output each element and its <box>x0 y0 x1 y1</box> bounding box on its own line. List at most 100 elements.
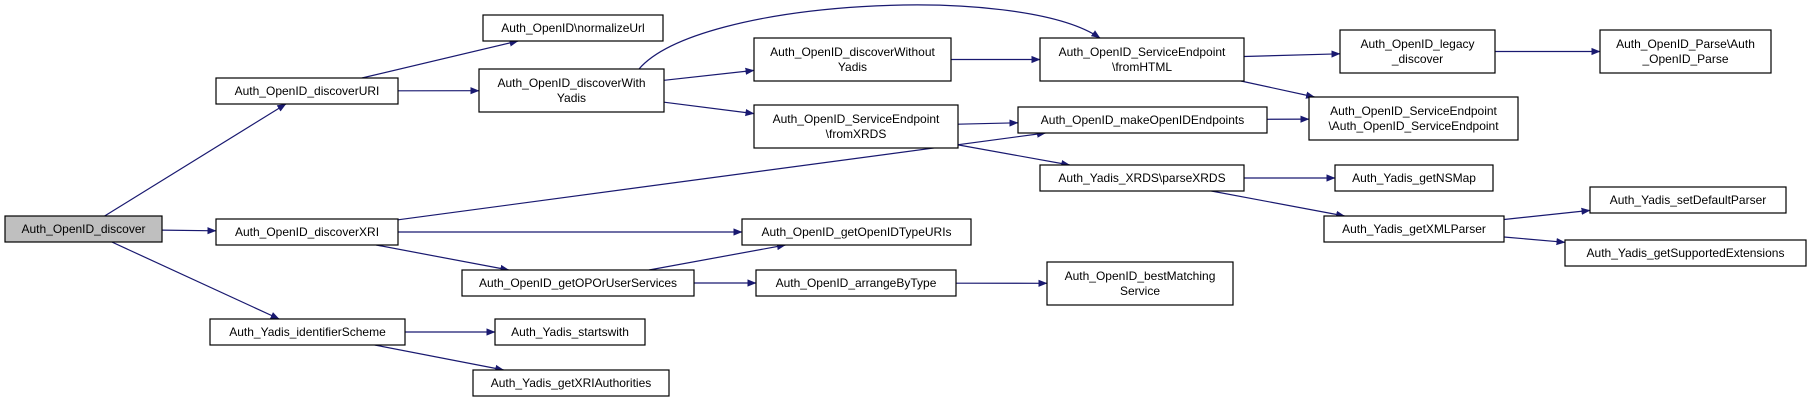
node-discover[interactable]: Auth_OpenID_discover <box>4 215 163 243</box>
node-label: Auth_OpenID_getOpenIDTypeURIs <box>761 225 951 239</box>
node-setDefaultParser[interactable]: Auth_Yadis_setDefaultParser <box>1589 186 1787 214</box>
node-box <box>753 37 952 82</box>
node-arrangeByType[interactable]: Auth_OpenID_arrangeByType <box>755 269 957 297</box>
edge-discoverURI-to-normalizeUrl <box>361 39 519 79</box>
edge-getXMLParser-to-getSupportedExtensions <box>1503 236 1566 246</box>
node-label: Auth_OpenID_makeOpenIDEndpoints <box>1041 113 1244 127</box>
node-box <box>1039 37 1245 82</box>
node-box <box>1339 29 1496 74</box>
node-box <box>209 318 406 346</box>
node-fromHTML[interactable]: Auth_OpenID_ServiceEndpoint\fromHTML <box>1039 37 1245 82</box>
node-label: \Auth_OpenID_ServiceEndpoint <box>1328 119 1499 133</box>
node-label: _OpenID_Parse <box>1641 52 1728 66</box>
node-box <box>472 369 670 397</box>
edge-fromXRDS-to-makeOpenIDEndpoints <box>957 119 1019 127</box>
node-parseXRDS[interactable]: Auth_Yadis_XRDS\parseXRDS <box>1039 164 1245 192</box>
edge-fromHTML-to-serviceEndpointCtor <box>1240 80 1316 99</box>
node-box <box>494 318 646 346</box>
node-serviceEndpointCtor[interactable]: Auth_OpenID_ServiceEndpoint\Auth_OpenID_… <box>1308 96 1519 141</box>
node-label: Auth_OpenID_discoverURI <box>235 84 380 98</box>
node-box <box>215 218 399 246</box>
node-box <box>1564 239 1807 267</box>
node-label: Auth_OpenID_discoverWithout <box>770 45 935 59</box>
node-getOPOrUserServices[interactable]: Auth_OpenID_getOPOrUserServices <box>461 269 695 297</box>
node-box <box>4 215 163 243</box>
node-label: Auth_OpenID_discoverWith <box>497 76 645 90</box>
edge-fromHTML-to-legacyDiscover <box>1243 50 1341 58</box>
node-box <box>1039 164 1245 192</box>
node-getXMLParser[interactable]: Auth_Yadis_getXMLParser <box>1323 215 1505 243</box>
edge-discoverWithYadis-to-fromHTML <box>638 4 1101 70</box>
node-legacyDiscover[interactable]: Auth_OpenID_legacy_discover <box>1339 29 1496 74</box>
node-label: Yadis <box>838 60 867 74</box>
node-box <box>461 269 695 297</box>
edge-getXMLParser-to-setDefaultParser <box>1503 207 1591 221</box>
node-label: Auth_Yadis_setDefaultParser <box>1610 193 1767 207</box>
node-label: Auth_OpenID_discoverXRI <box>235 225 379 239</box>
node-label: Auth_OpenID_Parse\Auth <box>1616 37 1755 51</box>
edge-discoverWithYadis-to-discoverWithoutYadis <box>663 67 755 81</box>
edge-parseXRDS-to-getXMLParser <box>1211 190 1346 218</box>
edge-discover-to-identifierScheme <box>111 241 280 320</box>
node-label: Auth_OpenID_discover <box>21 222 145 236</box>
node-fromXRDS[interactable]: Auth_OpenID_ServiceEndpoint\fromXRDS <box>753 104 959 149</box>
node-label: Auth_OpenID_ServiceEndpoint <box>773 112 940 126</box>
node-label: Auth_OpenID_ServiceEndpoint <box>1330 104 1497 118</box>
node-box <box>753 104 959 149</box>
node-label: Service <box>1120 284 1160 298</box>
node-label: Auth_OpenID_ServiceEndpoint <box>1059 45 1226 59</box>
node-box <box>215 77 399 105</box>
node-getXRIAuthorities[interactable]: Auth_Yadis_getXRIAuthorities <box>472 369 670 397</box>
node-label: \fromHTML <box>1112 60 1172 74</box>
node-getNSMap[interactable]: Auth_Yadis_getNSMap <box>1334 164 1494 192</box>
node-box <box>1589 186 1787 214</box>
edge-discover-to-discoverXRI <box>161 227 217 235</box>
node-label: Yadis <box>557 91 586 105</box>
node-label: _discover <box>1391 52 1443 66</box>
node-box <box>1308 96 1519 141</box>
node-label: Auth_OpenID_getOPOrUserServices <box>479 276 677 290</box>
node-startswith[interactable]: Auth_Yadis_startswith <box>494 318 646 346</box>
node-box <box>1046 261 1234 306</box>
node-box <box>482 14 664 42</box>
node-label: Auth_Yadis_getSupportedExtensions <box>1587 246 1785 260</box>
node-identifierScheme[interactable]: Auth_Yadis_identifierScheme <box>209 318 406 346</box>
node-label: Auth_Yadis_identifierScheme <box>229 325 386 339</box>
node-label: Auth_Yadis_getNSMap <box>1352 171 1476 185</box>
node-getOpenIDTypeURIs[interactable]: Auth_OpenID_getOpenIDTypeURIs <box>741 218 972 246</box>
node-discoverXRI[interactable]: Auth_OpenID_discoverXRI <box>215 218 399 246</box>
node-box <box>1323 215 1505 243</box>
edge-layer <box>104 4 1601 372</box>
node-label: Auth_OpenID_legacy <box>1360 37 1474 51</box>
node-label: Auth_Yadis_getXMLParser <box>1342 222 1486 236</box>
node-box <box>478 68 665 113</box>
edge-getOPOrUserServices-to-getOpenIDTypeURIs <box>648 242 786 271</box>
node-label: Auth_OpenID_arrangeByType <box>776 276 937 290</box>
edge-fromXRDS-to-parseXRDS <box>957 144 1071 168</box>
node-label: Auth_Yadis_startswith <box>511 325 629 339</box>
node-box <box>755 269 957 297</box>
node-label: \fromXRDS <box>826 127 887 141</box>
node-box <box>741 218 972 246</box>
edge-discoverXRI-to-getOPOrUserServices <box>375 244 510 272</box>
node-label: Auth_OpenID\normalizeUrl <box>501 21 644 35</box>
node-discoverURI[interactable]: Auth_OpenID_discoverURI <box>215 77 399 105</box>
node-box <box>1599 29 1772 74</box>
node-makeOpenIDEndpoints[interactable]: Auth_OpenID_makeOpenIDEndpoints <box>1017 106 1268 134</box>
edge-discoverWithYadis-to-fromXRDS <box>663 101 755 117</box>
node-normalizeUrl[interactable]: Auth_OpenID\normalizeUrl <box>482 14 664 42</box>
node-box <box>1017 106 1268 134</box>
node-label: Auth_OpenID_bestMatching <box>1065 269 1216 283</box>
edge-discover-to-discoverURI <box>104 103 287 217</box>
node-label: Auth_Yadis_getXRIAuthorities <box>491 376 652 390</box>
node-layer: Auth_OpenID_discover Auth_OpenID_discover… <box>4 14 1807 397</box>
node-getSupportedExtensions[interactable]: Auth_Yadis_getSupportedExtensions <box>1564 239 1807 267</box>
edge-identifierScheme-to-getXRIAuthorities <box>374 344 505 372</box>
node-label: Auth_Yadis_XRDS\parseXRDS <box>1058 171 1225 185</box>
node-box <box>1334 164 1494 192</box>
node-parseCtor[interactable]: Auth_OpenID_Parse\Auth_OpenID_Parse <box>1599 29 1772 74</box>
